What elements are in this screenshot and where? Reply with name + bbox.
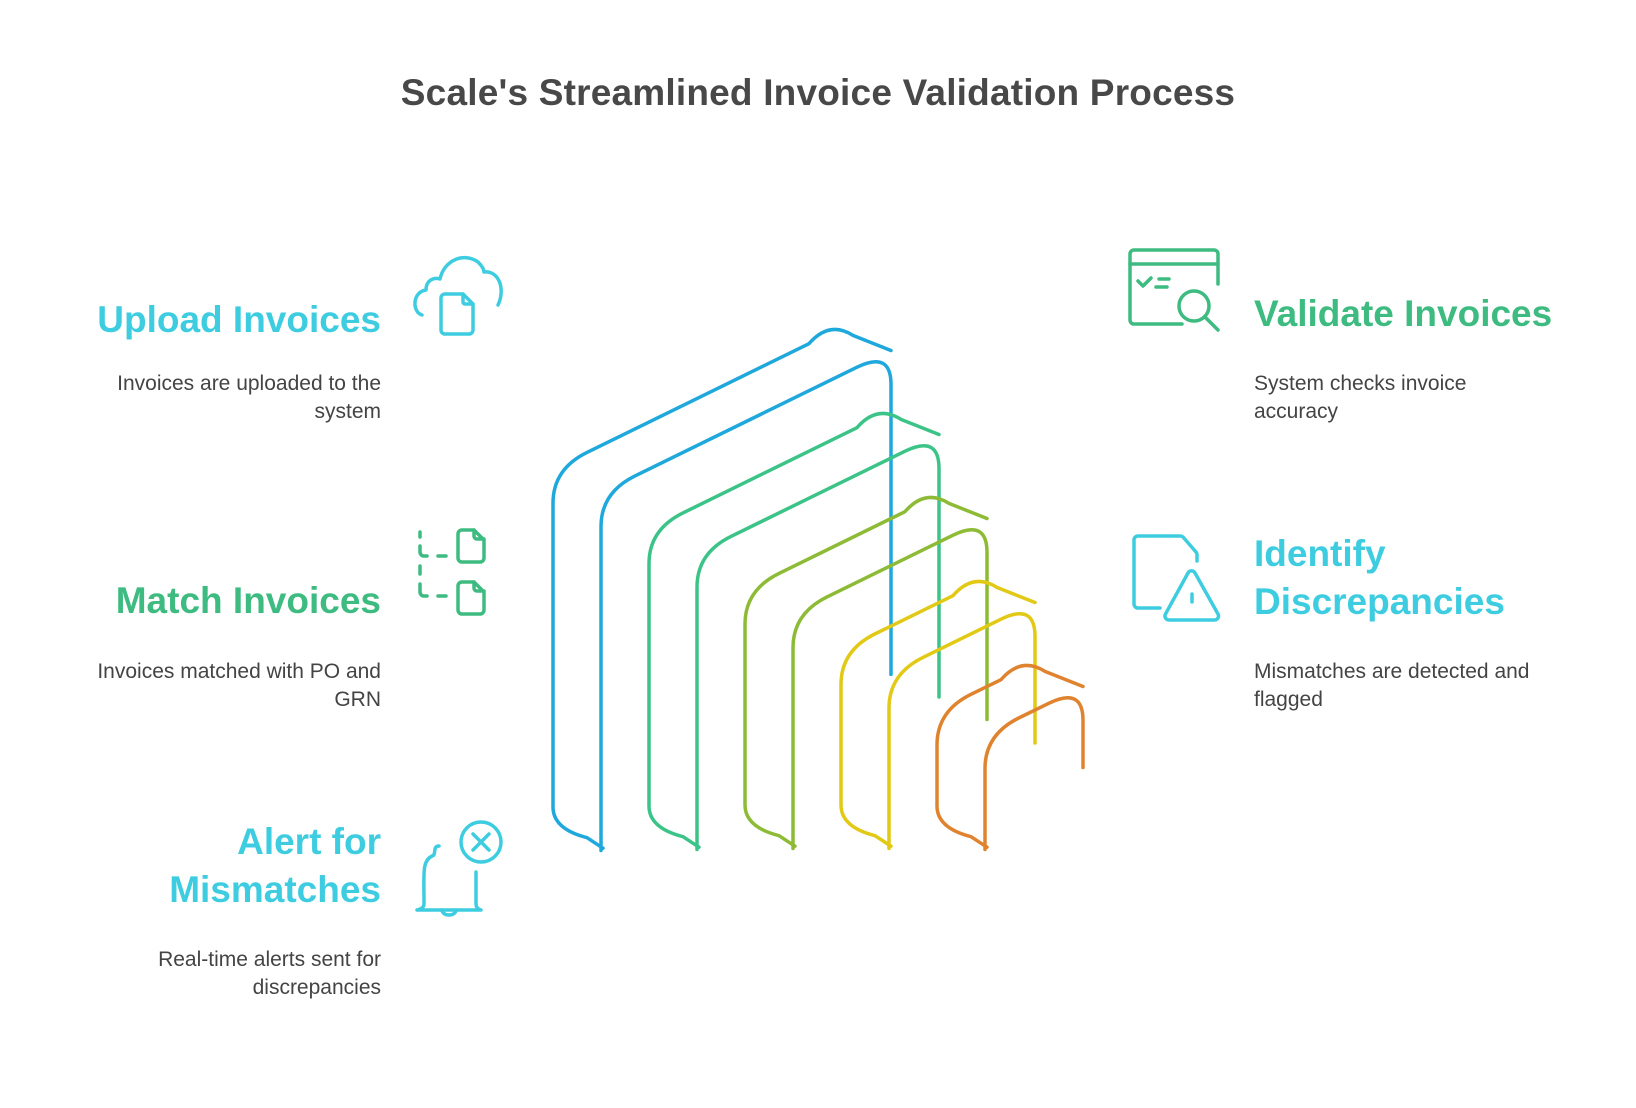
cloud-document-icon: [413, 256, 503, 336]
diagram-title: Scale's Streamlined Invoice Validation P…: [400, 72, 1236, 113]
linked-documents-icon: [418, 528, 486, 616]
block-tier-4: [839, 579, 1037, 851]
step-upload-heading: Upload Invoices: [97, 296, 381, 344]
step-alert-description-line: discrepancies: [252, 976, 381, 999]
step-match-description: Invoices matched with PO and GRN: [97, 658, 381, 714]
step-match-heading: Match Invoices: [116, 577, 381, 625]
block-tier-2: [647, 411, 941, 852]
step-identify-description: Mismatches are detected and flagged: [1254, 658, 1529, 714]
block-tier-back-face: [839, 579, 1037, 848]
step-alert-heading-line: Mismatches: [169, 869, 381, 910]
step-match-description-line: Invoices matched with PO and: [97, 660, 381, 683]
step-alert-description-line: Real-time alerts sent for: [158, 948, 381, 971]
block-tier-back-face: [935, 663, 1085, 849]
step-alert-heading: Alert for Mismatches: [169, 818, 381, 914]
step-alert-heading-line: Alert for: [237, 821, 381, 862]
checklist-search-icon: [1128, 248, 1220, 332]
step-upload-description: Invoices are uploaded to the system: [117, 370, 381, 426]
block-tier-front-face: [983, 696, 1085, 852]
block-tier-front-face: [791, 528, 989, 851]
step-match-heading-line: Match Invoices: [115, 580, 381, 621]
block-tier-back-face: [551, 327, 893, 850]
step-identify-heading-line: Identify: [1254, 533, 1386, 574]
step-upload-description-line: system: [314, 400, 381, 423]
block-tier-front-face: [887, 612, 1037, 851]
step-upload-heading-line: Upload Invoices: [97, 299, 381, 340]
document-warning-icon: [1132, 534, 1221, 622]
step-validate-description-line: System checks invoice: [1254, 372, 1467, 395]
bell-x-icon: [415, 820, 503, 917]
step-validate-description-line: accuracy: [1254, 400, 1339, 423]
step-upload-description-line: Invoices are uploaded to the: [117, 372, 381, 395]
block-tier-front-face: [599, 360, 893, 853]
block-tier-5: [935, 663, 1085, 852]
block-tier-front-face: [695, 444, 941, 852]
step-validate-heading-line: Validate Invoices: [1254, 293, 1553, 334]
step-identify-description-line: Mismatches are detected and: [1254, 660, 1530, 683]
step-validate-heading: Validate Invoices: [1254, 290, 1552, 338]
block-tier-3: [743, 495, 989, 851]
block-tier-back-face: [743, 495, 989, 848]
step-identify-description-line: flagged: [1254, 688, 1323, 711]
step-identify-heading-line: Discrepancies: [1254, 581, 1505, 622]
block-tier-1: [551, 327, 893, 853]
block-tier-back-face: [647, 411, 941, 849]
step-validate-description: System checks invoice accuracy: [1254, 370, 1466, 426]
step-identify-heading: Identify Discrepancies: [1254, 530, 1505, 626]
step-alert-description: Real-time alerts sent for discrepancies: [158, 946, 381, 1002]
step-match-description-line: GRN: [334, 688, 381, 711]
